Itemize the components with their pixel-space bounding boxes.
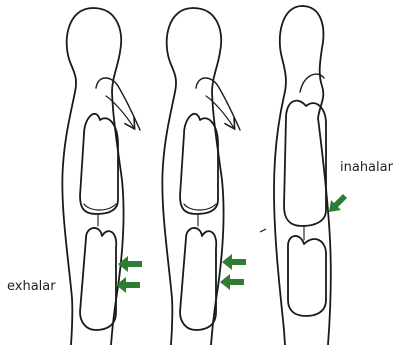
airway-tube — [196, 78, 240, 130]
body-outline-right — [93, 8, 124, 345]
figure-exhale-2 — [162, 8, 240, 345]
airway-flow — [206, 96, 234, 128]
exhale-label: exhalar — [7, 279, 56, 294]
airway-flow — [106, 96, 134, 128]
abdomen-cavity — [180, 228, 216, 330]
body-outline-left — [162, 8, 193, 345]
diaphragm — [184, 204, 216, 210]
chest-cavity — [180, 114, 218, 214]
green-arrow-icon — [222, 254, 246, 270]
abdomen-cavity — [80, 228, 116, 330]
airway-tube — [96, 78, 140, 130]
green-arrow-icon — [220, 274, 244, 290]
diaphragm — [84, 204, 116, 210]
abdomen-cavity — [288, 236, 326, 316]
figure-exhale-2-arrows — [220, 254, 246, 290]
figure-inhale-arrows — [329, 194, 347, 212]
inhale-label: inahalar — [340, 160, 393, 175]
body-outline-right — [193, 8, 224, 345]
figure-inhale — [274, 6, 331, 345]
green-arrow-icon — [329, 194, 347, 212]
chest-cavity — [284, 101, 326, 226]
stray-mark — [260, 229, 266, 232]
figure-exhale-1 — [62, 8, 140, 345]
body-outline-left — [62, 8, 93, 345]
chest-cavity — [80, 114, 118, 214]
